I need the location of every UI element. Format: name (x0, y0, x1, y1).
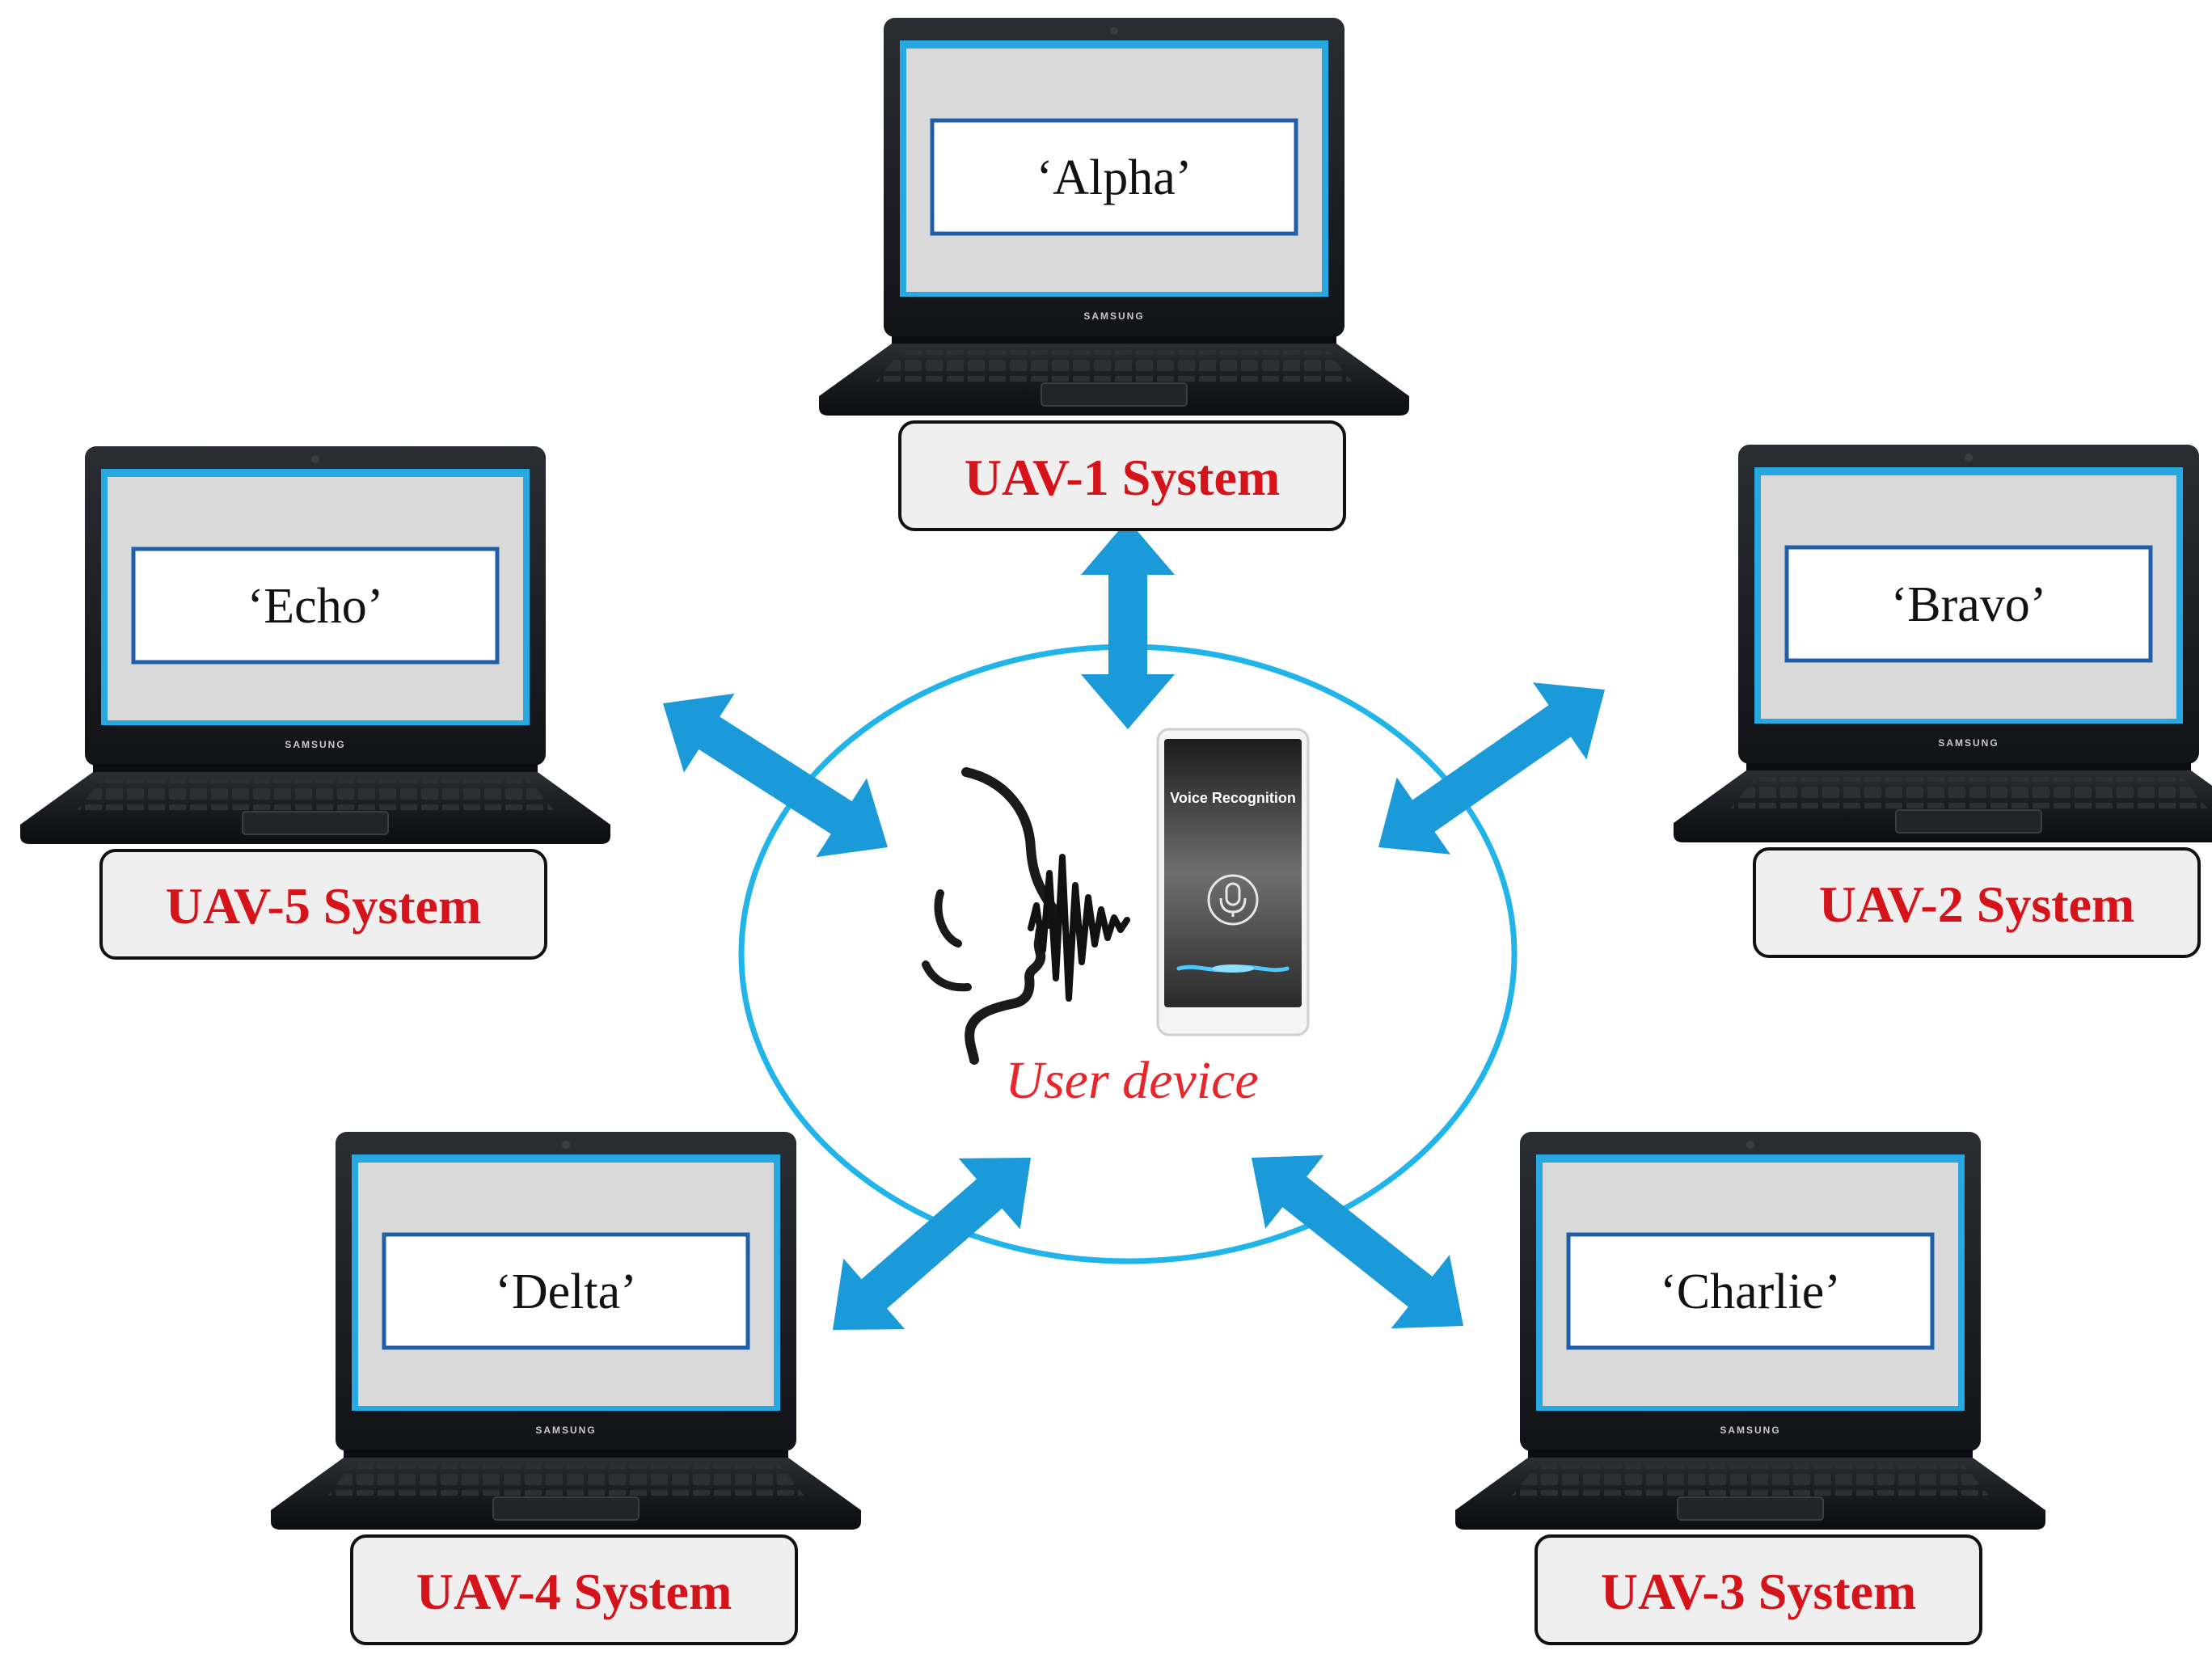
system-label-box: UAV-4 System (350, 1534, 798, 1645)
laptop-brand-logo: SAMSUNG (1938, 737, 1999, 749)
screen-name-box (382, 1232, 750, 1350)
system-label-box: UAV-1 System (898, 420, 1346, 531)
system-label: UAV-4 System (416, 1563, 732, 1620)
screen-callsign: ‘Charlie’ (1660, 1264, 1841, 1319)
screen-name-box (1566, 1232, 1935, 1350)
laptop-keyboard (1730, 777, 2207, 808)
speaking-head-icon (922, 767, 1062, 1065)
uav-system-laptops: ‘Alpha’ SAMSUNG UAV-1 System ‘Bravo’ SAMSUNG… (20, 18, 2212, 1645)
laptop-brand-logo: SAMSUNG (1720, 1425, 1780, 1436)
laptop-hinge (1528, 1450, 1973, 1458)
laptop-touchpad (1895, 809, 2042, 834)
laptop-touchpad (242, 811, 389, 835)
double-arrow-icon (1378, 682, 1606, 855)
system-label-box: UAV-5 System (99, 849, 547, 960)
system-label-box: UAV-3 System (1534, 1534, 1982, 1645)
network-ring (738, 644, 1518, 1264)
screen-callsign: ‘Alpha’ (1036, 150, 1193, 205)
sound-wave-icon (1028, 854, 1130, 1002)
double-arrow-icon (1081, 520, 1175, 729)
laptop-webcam (1110, 27, 1118, 35)
double-arrow-icon (1252, 1154, 1463, 1329)
user-device-label: User device (1005, 1051, 1258, 1110)
screen-callsign: ‘Bravo’ (1891, 577, 2047, 632)
laptop-keyboard (327, 1464, 804, 1496)
laptop-touchpad (492, 1496, 640, 1521)
laptop-touchpad (1041, 382, 1188, 407)
system-label: UAV-3 System (1601, 1563, 1917, 1620)
screen-name-box (930, 118, 1298, 236)
laptop-icon: ‘Delta’ SAMSUNG UAV-4 System (271, 1132, 861, 1645)
laptop-icon: ‘Bravo’ SAMSUNG UAV-2 System (1674, 445, 2212, 958)
screen-callsign: ‘Delta’ (495, 1264, 637, 1319)
laptop-icon: ‘Echo’ SAMSUNG UAV-5 System (20, 446, 610, 960)
laptop-hinge (93, 764, 538, 772)
screen-name-box (1784, 545, 2153, 663)
smartphone-icon: Voice Recognition (1156, 728, 1310, 1036)
laptop-hinge (344, 1450, 788, 1458)
laptop-icon: ‘Alpha’ SAMSUNG UAV-1 System (819, 18, 1409, 531)
screen-callsign: ‘Echo’ (247, 579, 384, 634)
laptop-touchpad (1677, 1496, 1824, 1521)
laptop-webcam (562, 1141, 570, 1149)
laptop-hinge (1746, 762, 2191, 770)
system-label: UAV-5 System (166, 877, 482, 935)
laptop-brand-logo: SAMSUNG (285, 739, 345, 750)
laptop-webcam (1965, 454, 1973, 462)
laptop-keyboard (1512, 1464, 1989, 1496)
laptop-hinge (892, 336, 1336, 344)
system-label-box: UAV-2 System (1753, 847, 2201, 958)
double-arrow-icon (662, 693, 889, 858)
laptop-brand-logo: SAMSUNG (535, 1425, 596, 1436)
double-arrow-icon (833, 1158, 1031, 1330)
system-label: UAV-2 System (1819, 876, 2135, 933)
screen-name-box (131, 547, 500, 665)
laptop-icon: ‘Charlie’ SAMSUNG UAV-3 System (1455, 1132, 2045, 1645)
laptop-keyboard (77, 779, 554, 810)
phone-app-title: Voice Recognition (1170, 790, 1296, 806)
laptop-webcam (1746, 1141, 1754, 1149)
system-label: UAV-1 System (965, 449, 1281, 506)
connection-arrows (662, 520, 1606, 1330)
microphone-icon (1207, 874, 1259, 926)
laptop-webcam (311, 455, 319, 463)
laptop-keyboard (876, 350, 1353, 382)
laptop-brand-logo: SAMSUNG (1083, 310, 1144, 322)
